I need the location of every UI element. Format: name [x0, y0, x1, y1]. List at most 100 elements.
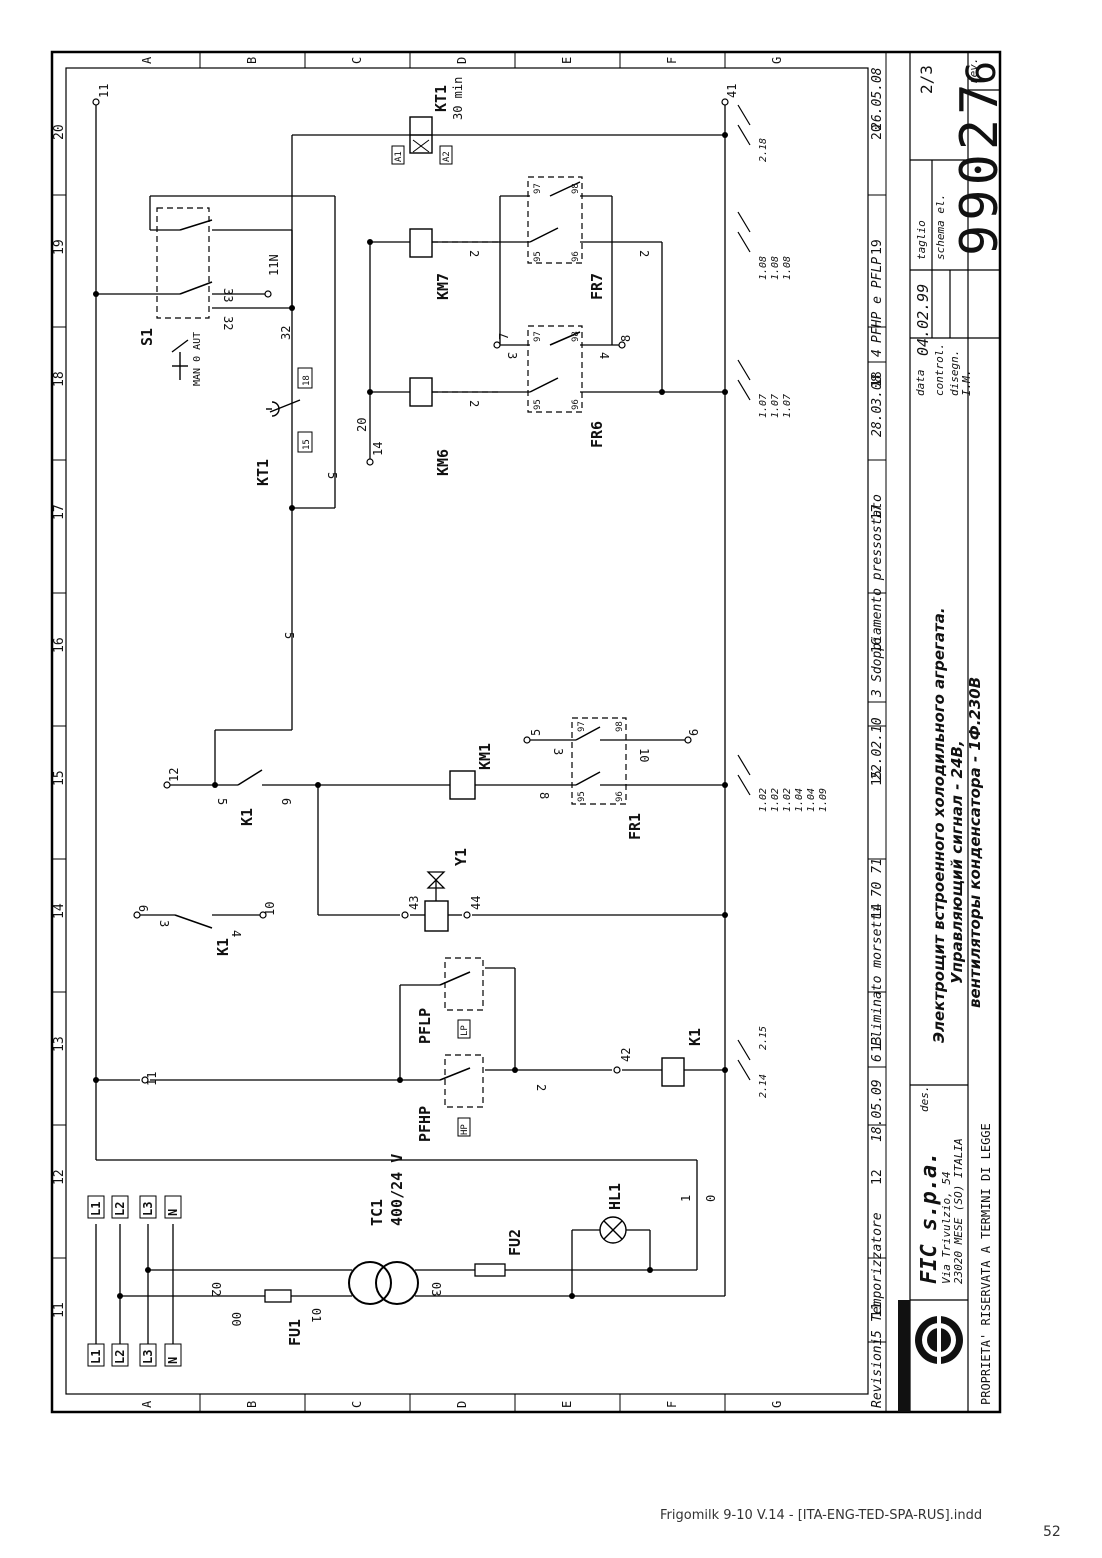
wire-5b: 5	[529, 729, 543, 736]
ref-km1: 1.02	[758, 788, 769, 812]
col-label: 15	[52, 770, 67, 786]
wire-2b: 2	[467, 400, 481, 407]
kt1-contact-label: KT1	[254, 459, 272, 486]
fuse-fu1-icon	[264, 1289, 292, 1303]
kt1-time: 30 min	[451, 77, 465, 120]
wire-4: 4	[229, 930, 243, 937]
rev-entry-text: Temporizzatore	[870, 1212, 885, 1322]
coil-km1-icon	[449, 770, 476, 800]
rev-entry-date: 18.05.09	[870, 1079, 885, 1142]
svg-text:96: 96	[571, 399, 581, 410]
wire-12: 12	[167, 768, 181, 782]
svg-text:97: 97	[533, 331, 543, 342]
svg-text:96: 96	[615, 791, 625, 802]
svg-text:98: 98	[571, 183, 581, 194]
ref-km1: 1.04	[794, 788, 805, 812]
col-label: 13	[870, 1036, 885, 1052]
wire-02: 02	[209, 1282, 223, 1296]
svg-text:98: 98	[571, 331, 581, 342]
wire-3: 3	[157, 920, 171, 927]
col-label: 12	[870, 1169, 885, 1185]
ref-km7: 1.08	[770, 256, 781, 280]
ref-km7: 1.08	[758, 256, 769, 280]
wire-5: 5	[215, 798, 229, 805]
disegn-label: disegn.	[948, 350, 961, 396]
rev-entry-text: PFHP e PFLP	[870, 257, 885, 343]
wire-42: 42	[619, 1048, 633, 1062]
wire-8: 8	[537, 792, 551, 799]
col-label: 18	[870, 371, 885, 387]
wire-41: 41	[725, 84, 739, 98]
company-address: 23020 MESE (SO) ITALIA	[952, 1138, 965, 1284]
col-label: 11	[870, 1302, 885, 1318]
row-label: D	[455, 1401, 469, 1408]
col-label: 15	[870, 770, 885, 786]
s1-enclosure	[156, 207, 210, 319]
rev-entry-n: 5	[870, 1330, 885, 1338]
a2-tag: A2	[442, 151, 452, 162]
solenoid-y1-icon	[424, 900, 449, 932]
wire-5d: 5	[325, 472, 339, 479]
wire-00: 00	[229, 1312, 243, 1326]
wire-numbers: 00 01 02 03 1 0 11 2 42 9 3 4 10 12 5 6 …	[97, 84, 739, 1327]
rev-entry-n: 3	[870, 689, 885, 698]
col-label: 20	[870, 124, 885, 140]
wire-11-top: 11	[97, 84, 111, 98]
column-grid	[52, 52, 887, 1412]
page-number: 52	[1043, 1524, 1061, 1540]
fuse-fu2-icon	[474, 1263, 506, 1277]
col-label: 17	[870, 504, 885, 520]
sheet-number: 2/3	[917, 65, 936, 94]
supply-terminals: L1 L2 L3 N L1 L2 L3 N	[87, 1195, 182, 1367]
fr7-label: FR7	[588, 273, 606, 300]
schema-label: schema el.	[934, 194, 947, 260]
supply-label: L1	[89, 1350, 103, 1364]
ref-km1: 1.04	[806, 788, 817, 812]
drawing-title: Электрощит встроенного холодильного агре…	[930, 607, 984, 1043]
rev-number: 6	[959, 61, 1005, 85]
col-label: 14	[52, 903, 67, 919]
revisions-label: Revisioni	[870, 1338, 885, 1408]
wire-4c: 4	[597, 352, 611, 359]
wire-6: 6	[279, 798, 293, 805]
logo-bar	[898, 1300, 910, 1412]
title-fields: data 04.02.99 control. disegn. I.M. tagl…	[914, 58, 980, 397]
row-grid-top	[199, 52, 726, 1412]
rev-entry-text: Sdoppiamento pressostato	[870, 494, 885, 682]
row-label: F	[665, 1401, 679, 1408]
km6-label: KM6	[434, 449, 452, 476]
wire-7: 7	[497, 333, 511, 340]
col-label: 20	[52, 124, 67, 140]
tc1-label: TC1	[368, 1199, 386, 1226]
pfhp-label: PFHP	[416, 1106, 434, 1142]
fu1-label: FU1	[286, 1319, 304, 1346]
company-address: Via Trivulzio, 54	[940, 1171, 953, 1284]
revisions-separators	[868, 361, 886, 1343]
wire-5c: 5	[282, 632, 296, 639]
row-label: B	[245, 57, 259, 64]
wire-2d: 2	[637, 250, 651, 257]
ref-km1: 1.09	[818, 788, 829, 812]
ref-km6: 1.07	[782, 394, 793, 418]
svg-text:95: 95	[533, 399, 543, 410]
transformer-tc1-icon	[348, 1261, 419, 1305]
property-notice: PROPRIETA' RISERVATA A TERMINI DI LEGGE	[979, 1123, 993, 1405]
data-value: 04.02.99	[914, 284, 932, 356]
k1-contact-label: K1	[214, 938, 232, 956]
ref-k1: 2.14	[758, 1074, 769, 1098]
ref-km1: 1.02	[782, 788, 793, 812]
title-line: Управляющий сигнал - 24В,	[948, 740, 966, 984]
km1-label: KM1	[476, 743, 494, 770]
row-label: A	[140, 1400, 154, 1408]
wire-10: 10	[263, 902, 277, 916]
wire-11n: 11N	[267, 254, 281, 276]
ref-km1: 1.02	[770, 788, 781, 812]
a1-tag: A1	[394, 151, 404, 162]
wire-3b: 3	[551, 748, 565, 755]
company-name: FIC s.p.a.	[917, 1152, 942, 1284]
col-label: 19	[52, 239, 67, 255]
km7-label: KM7	[434, 273, 452, 300]
kt1-coil-label: KT1	[432, 85, 450, 112]
wire-01: 01	[309, 1308, 323, 1322]
